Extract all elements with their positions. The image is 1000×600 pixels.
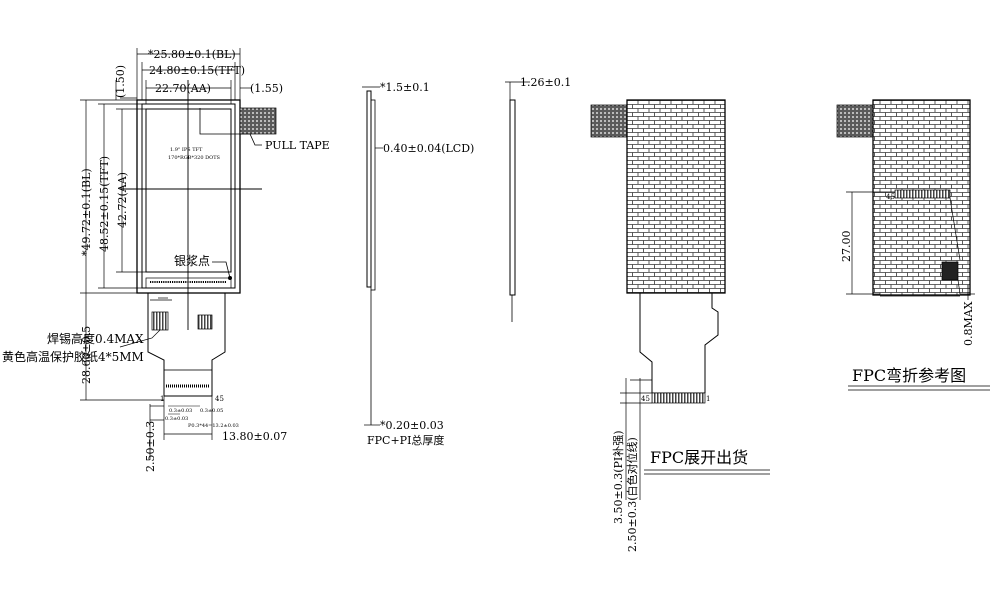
panel-line-2: 170*RGB*320 DOTS xyxy=(168,155,221,161)
unfolded-view xyxy=(590,99,770,500)
folded-caption: FPC弯折参考图 xyxy=(852,366,966,385)
tft-width-label: 24.80±0.15(TFT) xyxy=(149,64,245,77)
side1-bottom-label: *0.20±0.03 xyxy=(380,419,444,432)
side1-top-label: *1.5±0.1 xyxy=(380,81,430,94)
bl-width-label: *25.80±0.1(BL) xyxy=(148,48,236,61)
unfolded-caption: FPC展开出货 xyxy=(650,448,748,467)
side1-bottom-caption: FPC+PI总厚度 xyxy=(367,433,444,447)
pin-last-label: 45 xyxy=(215,395,224,403)
fpc-tail-label: 2.50±0.3 xyxy=(144,421,157,472)
top-margin-label: (1.50) xyxy=(114,65,127,98)
silver-dot-label: 银浆点 xyxy=(174,253,210,268)
right-margin-label: (1.55) xyxy=(250,82,283,95)
pitch-a-label: 0.3±0.03 xyxy=(169,408,192,414)
panel-line-1: 1.9" IPS TFT xyxy=(170,147,203,153)
folded-height-label: 27.00 xyxy=(840,231,853,263)
protect-paper-label: 黄色高温保护胶纸4*5MM xyxy=(2,349,144,364)
fpc-width-label: 13.80±0.07 xyxy=(222,430,287,443)
solder-height-label: 焊锡高度0.4MAX xyxy=(47,331,144,346)
aa-width-label: 22.70(AA) xyxy=(155,82,211,95)
folded-view xyxy=(836,99,990,391)
pitch-b-label: 0.3±0.03 xyxy=(165,416,188,422)
folded-thickness-label: 0.8MAX xyxy=(962,301,975,346)
unfolded-pin-first: 1 xyxy=(706,395,710,403)
side-view-2 xyxy=(505,81,530,322)
stiffener-label: 3.50±0.3(PI补强) xyxy=(612,430,625,524)
bl-height-label: *49.72±0.1(BL) xyxy=(80,168,93,256)
pull-tape-label: PULL TAPE xyxy=(265,139,330,152)
side1-lcd-label: 0.40±0.04(LCD) xyxy=(383,142,474,155)
unfolded-pin-last: 45 xyxy=(641,395,650,403)
tft-height-label: 48.52±0.15(TFT) xyxy=(98,156,111,252)
fpc-length-label: 28.60±0.5 xyxy=(80,326,93,384)
white-line-label: 2.50±0.3(白色对位线) xyxy=(625,437,639,552)
aa-height-label: 42.72(AA) xyxy=(116,172,129,228)
pitch-total-label: P0.3*44=13.2±0.03 xyxy=(188,423,239,429)
pitch-c-label: 0.3±0.05 xyxy=(200,408,223,414)
front-view xyxy=(80,48,277,460)
side2-top-label: 1.26±0.1 xyxy=(520,76,571,89)
folded-pin-marker: 45 xyxy=(886,193,895,201)
side-view-1 xyxy=(362,86,383,426)
pin-first-label: 1 xyxy=(160,395,164,403)
